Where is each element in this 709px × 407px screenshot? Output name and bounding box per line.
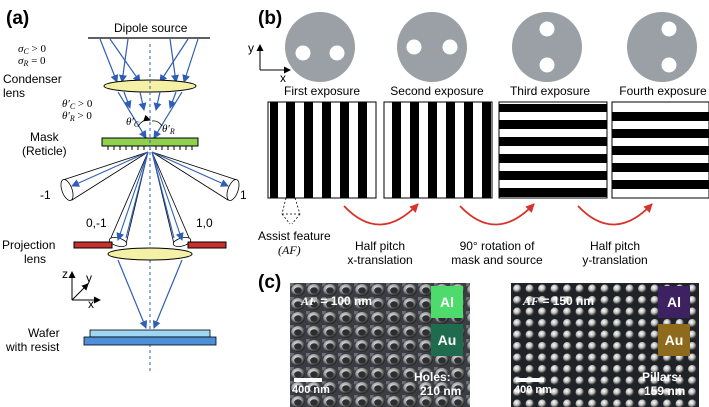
step-1-label-1: Half pitch [355, 239, 405, 253]
badge-al-right [658, 286, 690, 318]
feature-label-left-2: 210 nm [420, 384, 461, 398]
projection-lens-label-2: lens [24, 252, 46, 266]
theta-c-arc [137, 114, 151, 127]
step-2-label-2: mask and source [451, 253, 543, 267]
sigma-r-label: σR = 0 [18, 55, 46, 68]
mask-label-2: (Reticle) [22, 144, 67, 158]
resist-layer [89, 329, 211, 338]
wafer-label-1: Wafer [28, 326, 60, 340]
illumination-rays [99, 38, 199, 83]
source-disc-2 [397, 12, 467, 82]
order-plus-1: 1 [240, 188, 247, 202]
projection-lens [107, 247, 193, 261]
axis-y-label: y [86, 271, 92, 285]
feature-label-left-1: Holes: [414, 370, 451, 384]
order-minus-1: -1 [40, 188, 51, 202]
exposure-pattern-3 [498, 101, 608, 199]
dipole-source-label: Dipole source [114, 21, 188, 35]
transition-arrow-3 [577, 203, 653, 226]
step-1-label-2: x-translation [347, 253, 412, 267]
badge-al-left [431, 286, 463, 318]
diffraction-rays [71, 151, 229, 241]
step-2-label-1: 90° rotation of [460, 239, 536, 253]
badge-al-left-text: Al [440, 294, 454, 310]
source-disc-1 [285, 12, 355, 82]
theta-c-angle-label: θ′C [126, 116, 140, 129]
exposure-pattern-4 [611, 101, 709, 199]
panel-b: (b) y x First exposure Second ex [248, 8, 709, 267]
wafer [83, 336, 217, 346]
badge-au-left-text: Au [438, 332, 457, 348]
projection-lens-label-1: Projection [2, 238, 55, 252]
theta-r-arc [151, 120, 163, 127]
mask-pattern [107, 146, 193, 150]
theta-r-angle-label: θ′R [162, 123, 175, 136]
scale-bar-right [516, 378, 544, 382]
wafer-label-2: with resist [5, 340, 60, 354]
mask-label-1: Mask [30, 130, 60, 144]
diffraction-cones [60, 151, 240, 247]
exposure-pattern-2 [383, 101, 493, 199]
panel-a-label: (a) [6, 8, 29, 29]
badge-au-right [658, 324, 690, 356]
transition-arrow-1 [343, 203, 419, 226]
exposure-title-3: Third exposure [510, 84, 590, 98]
badge-al-right-text: Al [667, 294, 681, 310]
sem-image-pillars: AF = 150 nm Al Au 400 nm Pillars: 159 nm [511, 283, 699, 407]
exposure-title-1: First exposure [284, 84, 360, 98]
exposure-pattern-1 [267, 101, 377, 199]
exposure-title-2: Second exposure [390, 84, 484, 98]
b-axis-y-label: y [248, 41, 254, 55]
exposure-title-4: Fourth exposure [619, 84, 707, 98]
theta-r-condition: θ′R > 0 [62, 110, 92, 123]
sigma-c-label: σC > 0 [18, 43, 46, 56]
feature-label-right-1: Pillars: [642, 370, 682, 384]
b-axis-x-label: x [280, 71, 286, 85]
assist-feature-callout [281, 197, 301, 225]
theta-c-condition: θ′C > 0 [62, 98, 93, 111]
axis-z-label: z [62, 267, 68, 281]
order-0-minus-1: 0,-1 [86, 216, 107, 230]
aperture-right [187, 241, 227, 249]
badge-au-left [431, 324, 463, 356]
axis-x-label: x [88, 297, 94, 311]
condenser-lens-label-1: Condenser [3, 72, 62, 86]
assist-feature-label: Assist feature [258, 229, 331, 243]
step-3-label-2: y-translation [582, 253, 647, 267]
step-3-label-1: Half pitch [590, 239, 640, 253]
sem-right-af: AF = 150 nm [522, 294, 594, 308]
condenser-rays [117, 91, 183, 139]
badge-au-right-text: Au [665, 332, 684, 348]
aperture-left [73, 241, 113, 249]
transition-arrow-2 [459, 203, 535, 226]
source-disc-4 [627, 12, 697, 82]
imaging-rays [117, 259, 183, 329]
condenser-lens-label-2: lens [3, 86, 25, 100]
source-disc-3 [512, 12, 582, 82]
panel-a: (a) Dipole source σC > 0 σR = 0 Condense… [2, 8, 247, 372]
scale-bar-left [294, 378, 322, 382]
assist-feature-abbr: (AF) [278, 243, 301, 257]
panel-c-label: (c) [258, 272, 281, 293]
xyz-axes: z y x [62, 267, 101, 311]
feature-label-right-2: 159 nm [644, 384, 685, 398]
scale-label-right: 400 nm [514, 384, 552, 396]
sem-left-af: AF = 100 nm [300, 294, 372, 308]
sem-image-holes: AF = 100 nm Al Au 400 nm Holes: 210 nm [290, 283, 470, 407]
panel-c: (c) AF = 100 nm Al Au 400 nm Holes: 210 … [258, 272, 699, 407]
order-1-0: 1,0 [196, 216, 213, 230]
scale-label-left: 400 nm [292, 384, 330, 396]
panel-b-label: (b) [258, 8, 282, 29]
